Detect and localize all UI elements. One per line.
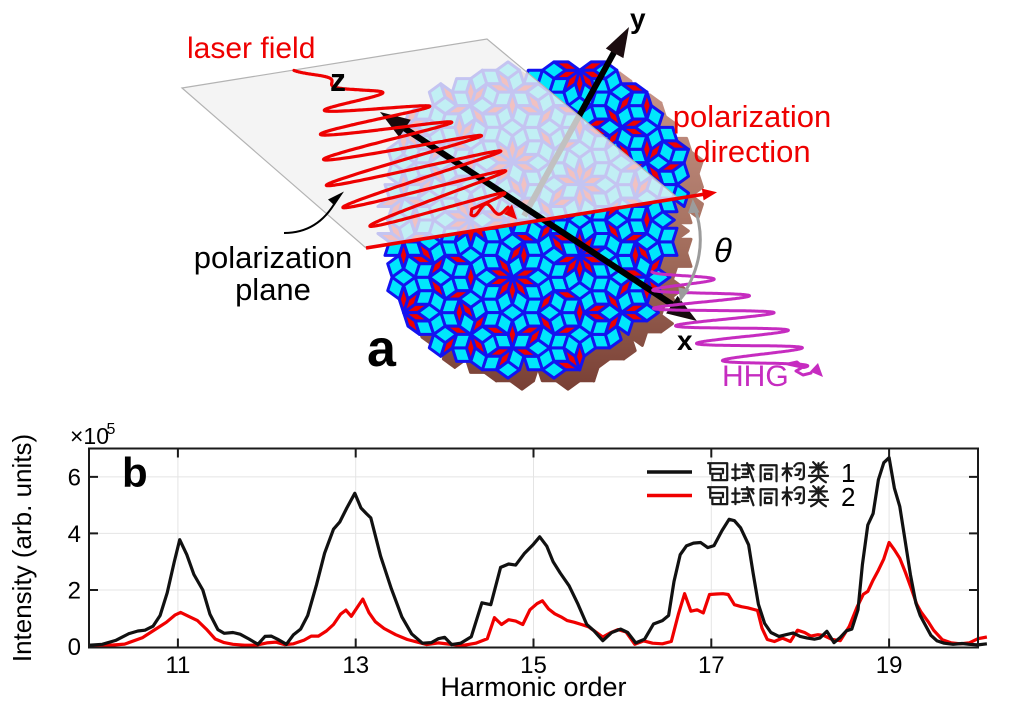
svg-text:polarization: polarization [194,240,353,275]
svg-text:1: 1 [841,458,855,488]
svg-text:2: 2 [68,578,81,605]
svg-text:direction: direction [693,134,810,169]
svg-text:4: 4 [68,521,81,548]
svg-text:15: 15 [520,652,547,679]
svg-text:z: z [330,62,346,98]
svg-text:x: x [677,325,693,356]
svg-text:laser field: laser field [187,32,315,65]
svg-text:y: y [630,3,646,34]
svg-text:Harmonic order: Harmonic order [440,672,626,702]
svg-text:5: 5 [107,421,116,438]
svg-text:a: a [367,320,397,378]
svg-text:17: 17 [698,652,725,679]
svg-text:Intensity (arb. units): Intensity (arb. units) [7,434,37,662]
svg-text:×10: ×10 [70,423,109,449]
svg-text:plane: plane [235,272,311,307]
svg-text:HHG: HHG [722,360,789,393]
svg-text:polarization: polarization [673,99,832,134]
svg-text:0: 0 [68,634,81,661]
svg-text:6: 6 [68,464,81,491]
svg-text:2: 2 [841,482,855,512]
svg-text:θ: θ [714,232,732,269]
svg-text:19: 19 [876,652,903,679]
svg-text:13: 13 [342,652,369,679]
svg-text:11: 11 [165,652,190,679]
svg-text:b: b [122,449,148,496]
